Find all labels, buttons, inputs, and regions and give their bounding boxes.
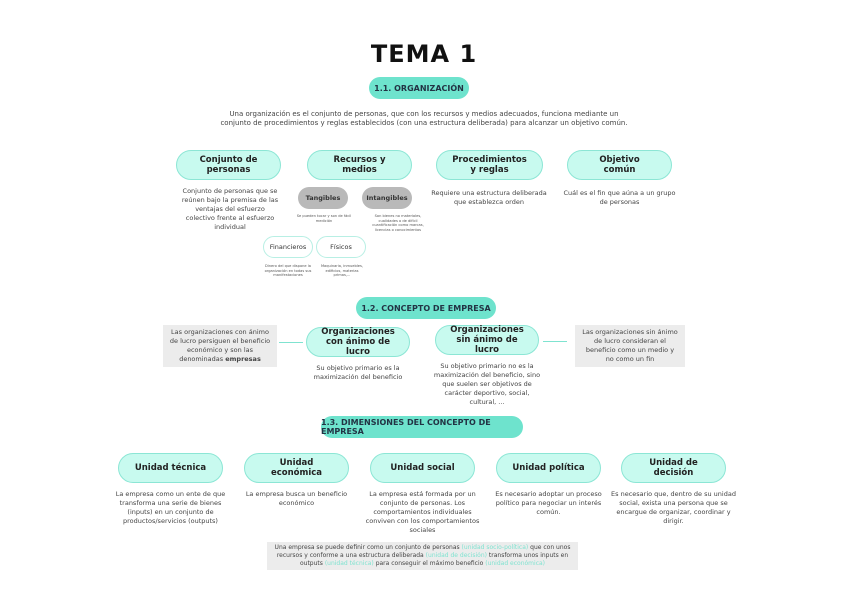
summary-t2: que con unos recursos y conforme a una e…: [276, 544, 571, 559]
arrow-left: [279, 342, 303, 343]
box-con-lucro-bold: empresas: [225, 355, 261, 363]
desc-conjunto-personas: Conjunto de personas que se reúnen bajo …: [181, 187, 279, 231]
node-tangibles[interactable]: Tangibles: [298, 187, 348, 209]
desc-fisicos: Maquinaria, inmuebles, edificios, materi…: [320, 264, 364, 278]
desc-financieros: Dinero del que dispone la organización e…: [264, 264, 312, 278]
node-conjunto-personas[interactable]: Conjunto de personas: [176, 150, 281, 180]
summary-box: Una empresa se puede definir como un con…: [267, 542, 578, 570]
summary-t4: para conseguir el máximo beneficio: [375, 560, 484, 567]
box-sin-lucro: Las organizaciones sin ánimo de lucro co…: [575, 325, 685, 367]
desc-con-lucro: Su objetivo primario es la maximización …: [313, 364, 403, 381]
desc-unit: La empresa como un ente de que transform…: [115, 490, 226, 525]
summary-h2: (unidad de decisión): [425, 552, 487, 559]
arrow-right: [543, 341, 567, 342]
node-unit[interactable]: Unidad de decisión: [621, 453, 726, 483]
desc-tangibles: Se pueden tocar y son de fácil medición: [296, 214, 352, 223]
desc-objetivo: Cuál es el fin que aúna a un grupo de pe…: [563, 189, 676, 206]
summary-h1: (unidad socio-política): [461, 544, 529, 551]
node-sin-lucro[interactable]: Organizaciones sin ánimo de lucro: [435, 325, 539, 355]
desc-unit: Es necesario adoptar un proceso político…: [495, 490, 602, 516]
node-unit[interactable]: Unidad política: [496, 453, 601, 483]
node-unit[interactable]: Unidad económica: [244, 453, 349, 483]
desc-unit: La empresa está formada por un conjunto …: [365, 490, 480, 534]
desc-sin-lucro: Su objetivo primario no es la maximizaci…: [433, 362, 541, 406]
desc-unit: Es necesario que, dentro de su unidad so…: [611, 490, 736, 525]
summary-h4: (unidad económica): [485, 560, 546, 567]
desc-procedimientos: Requiere una estructura deliberada que e…: [431, 189, 547, 206]
desc-intangibles: Son bienes no materiales, cualidades o d…: [372, 214, 424, 232]
summary-t3: transforma unos inputs en outputs: [299, 552, 569, 567]
node-recursos-medios[interactable]: Recursos y medios: [307, 150, 412, 180]
section-organizacion[interactable]: 1.1. ORGANIZACIÓN: [369, 77, 469, 99]
box-con-lucro: Las organizaciones con ánimo de lucro pe…: [163, 325, 277, 367]
desc-unit: La empresa busca un beneficio económico: [245, 490, 348, 507]
node-procedimientos-reglas[interactable]: Procedimientos y reglas: [436, 150, 543, 180]
summary-t1: Una empresa se puede definir como un con…: [274, 544, 460, 551]
node-intangibles[interactable]: Intangibles: [362, 187, 412, 209]
section-dimensiones[interactable]: 1.3. DIMENSIONES DEL CONCEPTO DE EMPRESA: [321, 416, 523, 438]
node-financieros[interactable]: Financieros: [263, 236, 313, 258]
node-unit[interactable]: Unidad técnica: [118, 453, 223, 483]
node-fisicos[interactable]: Físicos: [316, 236, 366, 258]
page-title: TEMA 1: [370, 40, 478, 68]
intro-text: Una organización es el conjunto de perso…: [220, 110, 628, 127]
node-con-lucro[interactable]: Organizaciones con ánimo de lucro: [306, 327, 410, 357]
node-unit[interactable]: Unidad social: [370, 453, 475, 483]
summary-h3: (unidad técnica): [324, 560, 374, 567]
box-con-lucro-text: Las organizaciones con ánimo de lucro pe…: [169, 328, 271, 363]
node-objetivo-comun[interactable]: Objetivo común: [567, 150, 672, 180]
section-concepto-empresa[interactable]: 1.2. CONCEPTO DE EMPRESA: [356, 297, 496, 319]
